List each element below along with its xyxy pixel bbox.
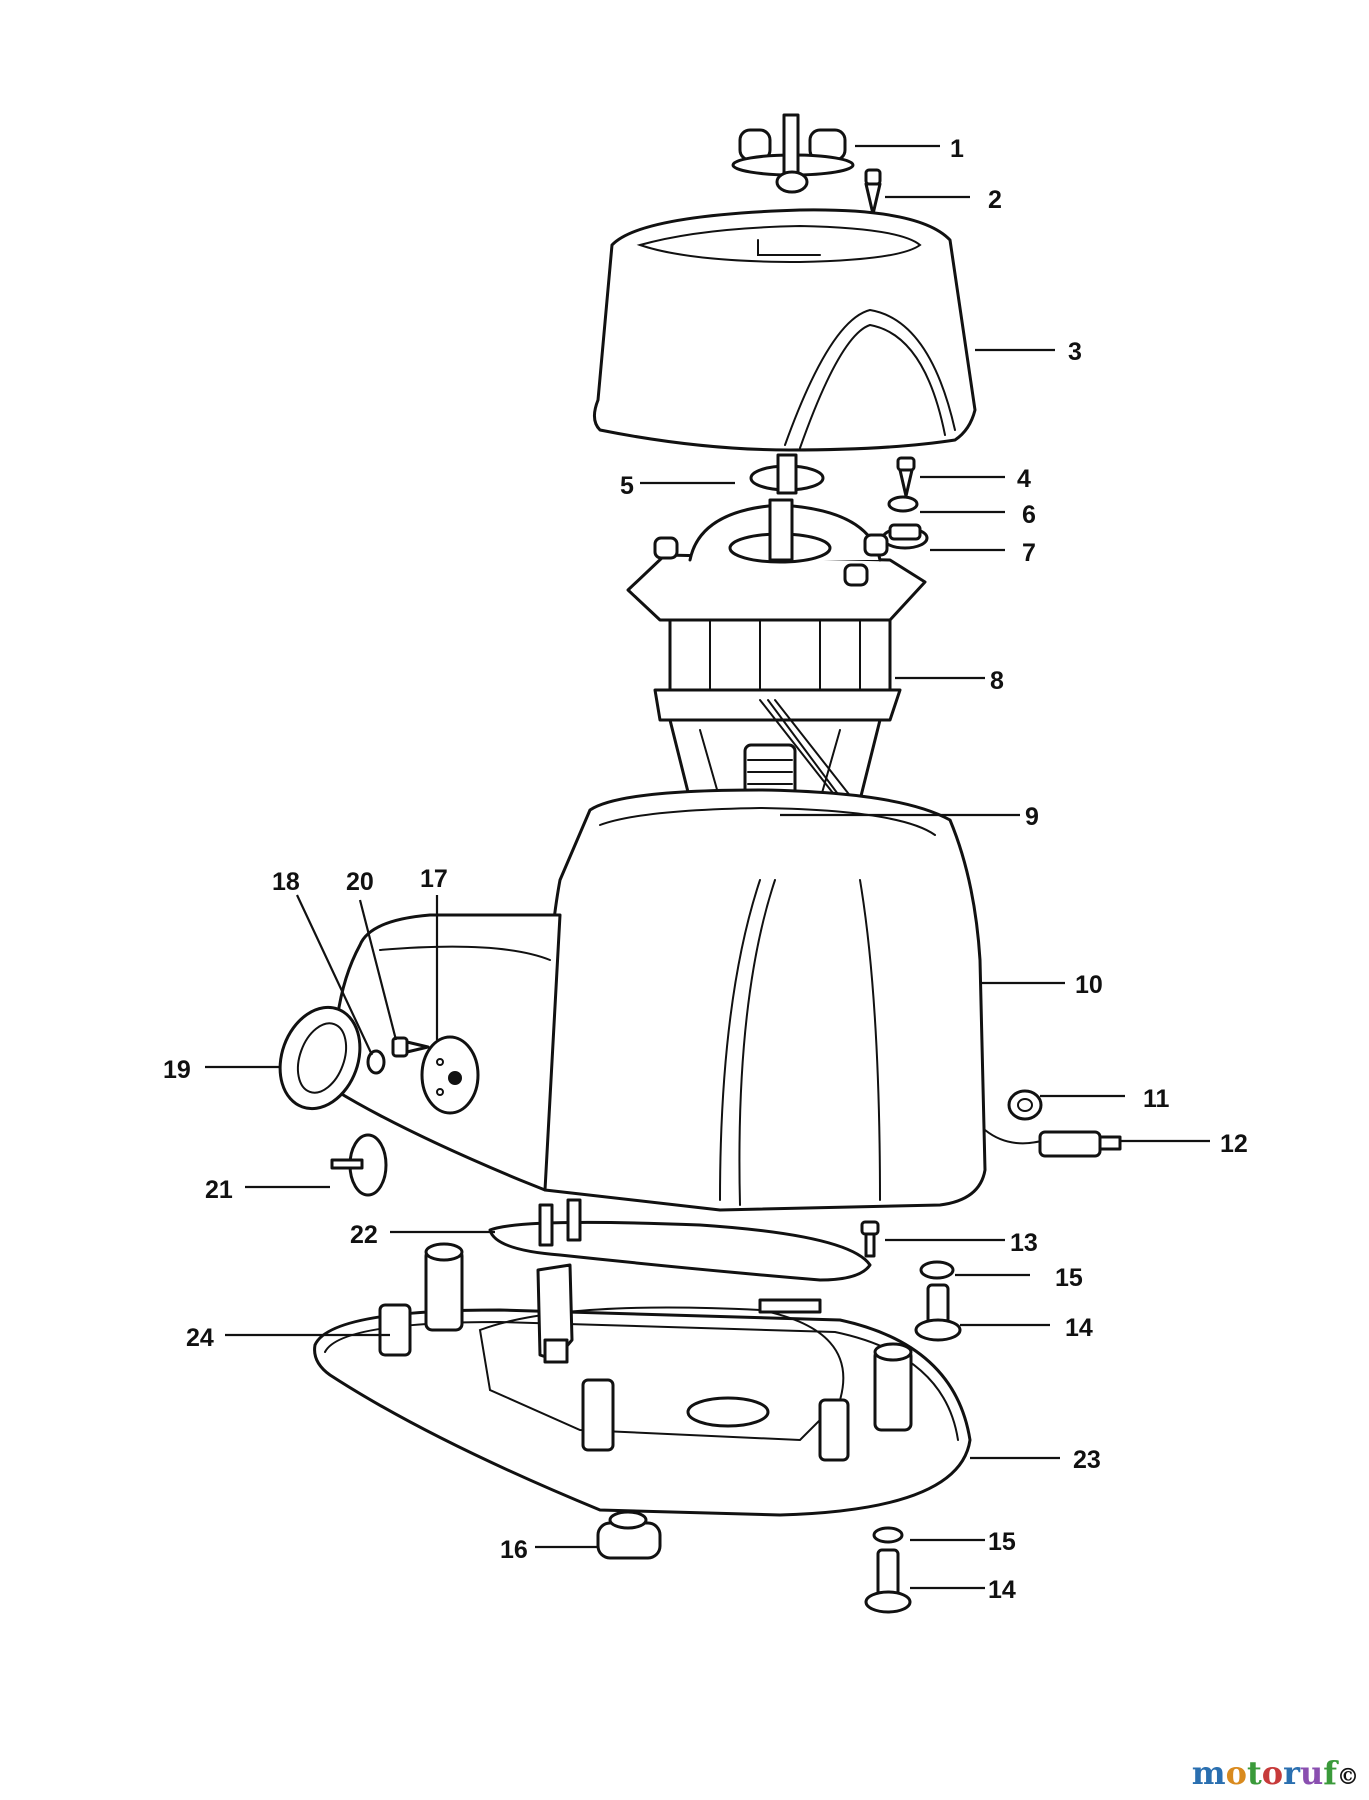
callout-1: 1 xyxy=(950,135,964,163)
part-8-motor xyxy=(626,498,927,832)
part-12-plug xyxy=(984,1129,1122,1158)
callout-5: 5 xyxy=(620,472,634,500)
watermark-letters: motoruf xyxy=(1192,1754,1337,1792)
callout-14-upper: 14 xyxy=(1065,1314,1093,1342)
watermark-letter: u xyxy=(1299,1754,1324,1792)
watermark-logo: motoruf© xyxy=(1192,1754,1359,1792)
part-21-switch xyxy=(330,1133,388,1197)
part-10-housing xyxy=(538,788,987,1212)
part-19-knob xyxy=(278,1005,362,1111)
callout-3: 3 xyxy=(1068,338,1082,366)
callout-20: 20 xyxy=(346,868,374,896)
callout-18: 18 xyxy=(272,868,300,896)
callout-11: 11 xyxy=(1143,1085,1170,1113)
part-11-cable-eye xyxy=(1007,1089,1043,1121)
part-14-bolt-upper xyxy=(914,1283,962,1342)
callout-17: 17 xyxy=(420,865,448,893)
callout-19: 19 xyxy=(163,1056,191,1084)
callout-16: 16 xyxy=(500,1536,528,1564)
callout-12: 12 xyxy=(1220,1130,1248,1158)
part-7-grommet xyxy=(881,523,929,550)
watermark-letter: o xyxy=(1225,1754,1247,1792)
callout-7: 7 xyxy=(1022,539,1036,567)
part-2-pin xyxy=(864,168,882,216)
callout-24: 24 xyxy=(186,1324,214,1352)
callout-23: 23 xyxy=(1073,1446,1101,1474)
callout-15-upper: 15 xyxy=(1055,1264,1083,1292)
callout-22: 22 xyxy=(350,1221,378,1249)
part-24-clamp xyxy=(536,1263,574,1364)
part-23-base xyxy=(313,1242,972,1517)
callout-15-lower: 15 xyxy=(988,1528,1016,1556)
watermark-letter: o xyxy=(1261,1754,1284,1792)
part-14-bolt-lower xyxy=(864,1548,912,1614)
part-13-screw xyxy=(860,1220,880,1258)
watermark-letter: m xyxy=(1191,1754,1226,1792)
leader-lines xyxy=(205,144,1210,1590)
callout-10: 10 xyxy=(1075,971,1103,999)
part-3-top-cover xyxy=(593,208,977,452)
part-1-knob xyxy=(731,113,855,194)
callout-21: 21 xyxy=(205,1176,233,1204)
callout-2: 2 xyxy=(988,186,1002,214)
callout-13: 13 xyxy=(1010,1229,1038,1257)
part-15-washer-upper xyxy=(919,1260,955,1280)
part-20-screw xyxy=(391,1036,430,1058)
watermark-letter: r xyxy=(1283,1754,1300,1792)
part-16-foot xyxy=(596,1510,662,1560)
callout-14-lower: 14 xyxy=(988,1576,1016,1604)
watermark-copyright: © xyxy=(1337,1764,1359,1790)
part-6-washer xyxy=(887,495,919,513)
part-17-switch-plate xyxy=(420,1035,480,1115)
watermark-letter: f xyxy=(1323,1754,1337,1792)
watermark-letter: t xyxy=(1246,1754,1262,1792)
part-15-washer-lower xyxy=(872,1526,904,1544)
part-18-ring xyxy=(366,1049,386,1075)
callout-4: 4 xyxy=(1017,465,1031,493)
callout-8: 8 xyxy=(990,667,1004,695)
part-22-gasket xyxy=(488,1198,872,1282)
part-5-shaft-washer xyxy=(749,453,825,495)
part-4-screw xyxy=(896,456,916,498)
callout-9: 9 xyxy=(1025,803,1039,831)
callout-labels: 1 2 3 4 5 6 7 8 9 10 11 12 13 15 14 23 1… xyxy=(163,135,1248,1604)
callout-6: 6 xyxy=(1022,501,1036,529)
